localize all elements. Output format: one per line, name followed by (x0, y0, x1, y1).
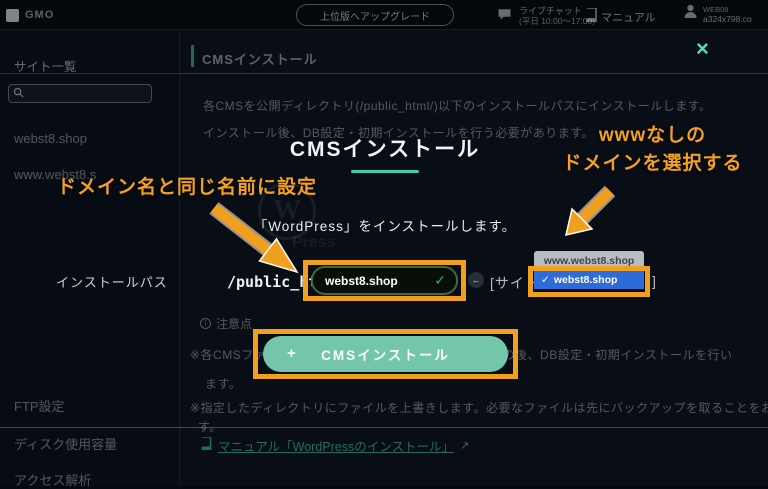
annotation-arrow-left (209, 202, 299, 274)
top-bar: GMO 上位版へアップグレード ライブチャット (平日 10:00〜17:00)… (0, 0, 768, 30)
sidebar-item-www-domain[interactable]: www.webst8.s (14, 167, 97, 182)
sidebar-item-access-stats[interactable]: アクセス解析 (14, 473, 92, 488)
notes-heading: i 注意点 (200, 315, 252, 332)
upgrade-button-label: 上位版へアップグレード (320, 11, 430, 23)
panel-description-line1: 各CMSを公開ディレクトリ(/public_html/)以下のインストールパスに… (203, 99, 712, 113)
dropdown-check-icon: ✓ (541, 274, 550, 286)
wordpress-logo-ghost-text: Press (292, 234, 336, 251)
cms-install-button-label: CMSインストール (321, 348, 450, 363)
note-line-1-cont: ます。 (205, 377, 242, 391)
account-domain: a324x798.co (703, 14, 752, 24)
site-search-box[interactable] (8, 84, 152, 103)
install-path-prefix: /public_html (227, 273, 336, 291)
annotation-right-text-line1: wwwなしの (598, 125, 707, 146)
bracket-open: [サイト (490, 275, 540, 291)
sidebar-item-disk-usage[interactable]: ディスク使用容量 (14, 437, 118, 452)
live-chat-hours: (平日 10:00〜17:00) (519, 16, 596, 26)
valid-check-icon: ✓ (434, 272, 446, 288)
external-link-icon: ↗ (459, 440, 470, 452)
highlight-box-dropdown (528, 266, 650, 297)
reset-path-icon[interactable]: ← (468, 272, 484, 288)
panel-header-title: CMSインストール (202, 52, 318, 67)
plus-icon: + (287, 345, 296, 362)
sidebar-item-ftp[interactable]: FTP設定 (14, 399, 65, 414)
modal-subtitle: 「WordPress」をインストールします。 (253, 219, 517, 234)
account-user-icon[interactable] (684, 4, 697, 24)
app-logo-icon (6, 9, 19, 22)
annotation-arrow-right (564, 185, 616, 237)
sidebar-title: サイト一覧 (14, 60, 77, 74)
close-icon[interactable]: × (696, 36, 709, 61)
footer-divider (0, 427, 768, 428)
highlight-box-install-path (303, 260, 466, 301)
sidebar-divider (0, 73, 180, 74)
panel-description-line2: インストール後、DB設定・初期インストールを行う必要があります。 (203, 126, 594, 140)
info-icon: i (200, 318, 211, 329)
manual-menu-item[interactable]: マニュアル (601, 12, 656, 24)
account-id: WEB08 (703, 5, 729, 14)
live-chat-label[interactable]: ライブチャット (519, 6, 582, 16)
panel-header-divider (180, 73, 768, 74)
panel-header-accent (191, 45, 194, 67)
annotation-right-text-line2: ドメインを選択する (562, 153, 743, 174)
highlight-box-install-button (253, 329, 518, 379)
modal-title-underline (351, 170, 419, 173)
manual-link[interactable]: マニュアル「WordPressのインストール」 (218, 440, 454, 454)
sidebar-item-domain[interactable]: webst8.shop (14, 131, 87, 146)
install-path-label: インストールパス (56, 275, 168, 290)
bracket-close: ] (652, 273, 657, 289)
sidebar: サイト一覧 webst8.shop www.webst8.s FTP設定 ディス… (0, 30, 180, 488)
app-logo-text: GMO (25, 9, 55, 21)
dropdown-selected-label: webst8.shop (553, 274, 618, 286)
cms-install-button[interactable]: + CMSインストール (263, 336, 508, 372)
wordpress-logo-ghost: W (258, 182, 316, 240)
install-path-input[interactable] (325, 273, 435, 288)
notes-heading-label: 注意点 (216, 317, 253, 331)
manual-link-book-icon (200, 435, 212, 455)
note-line-2-cont: す。 (198, 420, 222, 434)
modal-title: CMSインストール (289, 138, 481, 161)
install-path-field-wrap: ✓ (311, 266, 458, 295)
manual-link-row: マニュアル「WordPressのインストール」 ↗ (200, 435, 470, 455)
annotation-left-text: ドメイン名と同じ名前に設定 (57, 177, 318, 198)
upgrade-button[interactable]: 上位版へアップグレード (296, 4, 454, 26)
dropdown-option-selected[interactable]: ✓ webst8.shop (534, 271, 644, 289)
search-input[interactable] (24, 88, 134, 99)
manual-book-icon (585, 7, 597, 27)
chat-icon (497, 8, 512, 26)
note-line-2: ※指定したディレクトリにファイルを上書きします。必要なファイルは先にバックアップ… (190, 401, 768, 415)
search-icon (13, 85, 24, 103)
